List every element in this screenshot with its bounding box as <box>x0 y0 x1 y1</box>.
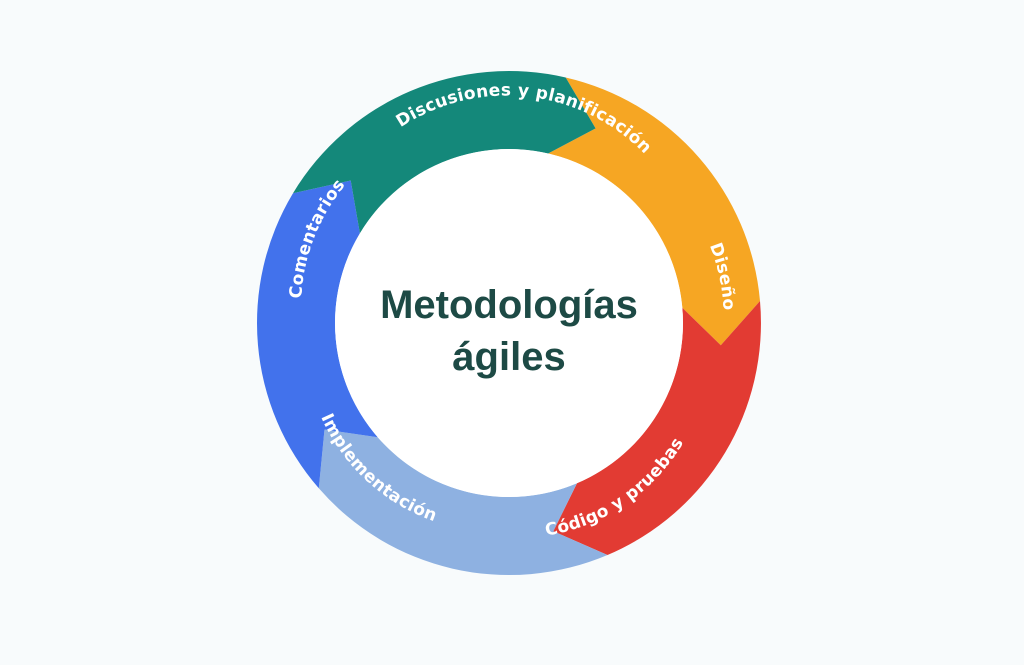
segment-code-testing <box>553 301 761 555</box>
center-title-line-2: ágiles <box>452 335 565 379</box>
segment-design <box>548 77 760 346</box>
center-circle <box>335 149 683 497</box>
segment-implementation <box>318 429 608 576</box>
center-title-line-1: Metodologías <box>380 283 638 327</box>
cycle-segments <box>257 71 761 576</box>
segment-feedback <box>257 180 378 489</box>
segment-planning <box>293 71 596 234</box>
